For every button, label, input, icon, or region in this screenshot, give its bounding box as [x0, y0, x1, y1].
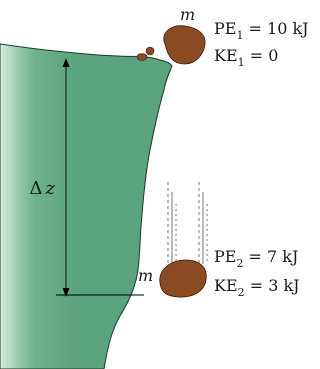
rock-top: [164, 26, 205, 64]
pe2-label: PE2 = 7 kJ: [214, 247, 298, 270]
pebble: [137, 54, 147, 61]
pe1-label: PE1 = 10 kJ: [214, 19, 309, 42]
motion-lines: [168, 182, 207, 266]
ke1-label: KE1 = 0: [214, 46, 278, 69]
pebble: [146, 47, 154, 55]
ke2-label: KE2 = 3 kJ: [214, 276, 300, 299]
cliff: [0, 44, 172, 369]
rock-bottom: [160, 260, 207, 297]
mass-label-top: m: [180, 5, 195, 24]
mass-label-bottom: m: [138, 266, 153, 285]
